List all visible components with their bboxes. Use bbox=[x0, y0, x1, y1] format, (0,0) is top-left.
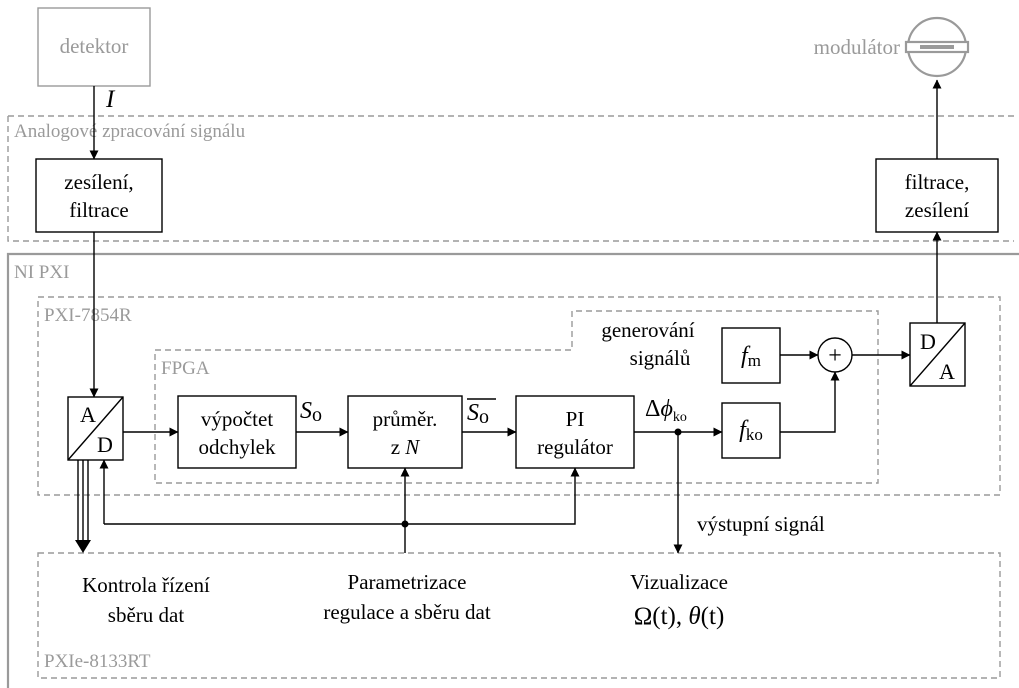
generation-label-2: signálů bbox=[630, 346, 691, 370]
ni-pxi-region: NI PXI bbox=[6, 252, 1019, 688]
analog-region-label: Analogové zpracování signálu bbox=[14, 121, 246, 142]
adc-label-top: A bbox=[80, 402, 96, 427]
generation-label-1: generování bbox=[601, 318, 694, 342]
output-filter-block: filtrace, zesílení bbox=[875, 158, 999, 233]
viz-label-2: Ω(t), θ(t) bbox=[634, 603, 725, 630]
averaging-block: průměr. z N bbox=[347, 395, 463, 469]
output-filter-label-1: filtrace, bbox=[905, 170, 970, 194]
edge-adc-to-control-arrow bbox=[75, 540, 91, 553]
averaging-label-1: průměr. bbox=[373, 407, 438, 431]
viz-label-1: Vizualizace bbox=[630, 570, 728, 594]
averaging-label-2: z N bbox=[391, 435, 421, 459]
sum-symbol: + bbox=[828, 343, 842, 369]
edge-param-bus-to-pi bbox=[104, 467, 580, 525]
output-signal-label: výstupní signál bbox=[697, 512, 825, 536]
pxi-7854r-frame bbox=[37, 296, 1001, 496]
so-bar-label: So bbox=[467, 398, 496, 428]
control-label-2: sběru dat bbox=[108, 603, 185, 627]
pxie-8133rt-label: PXIe-8133RT bbox=[44, 651, 151, 672]
dac-diagonal bbox=[909, 322, 966, 387]
fko-box bbox=[721, 402, 781, 459]
analog-region-frame bbox=[7, 115, 1014, 242]
fko-label: fko bbox=[739, 417, 763, 444]
param-junction-dot bbox=[401, 520, 409, 528]
so-label: So bbox=[300, 398, 322, 426]
detector-label: detektor bbox=[60, 34, 129, 58]
pi-controller-label-1: PI bbox=[566, 407, 585, 431]
fm-box bbox=[721, 327, 781, 384]
pi-controller-box bbox=[515, 395, 635, 469]
amplification-label-2: filtrace bbox=[69, 198, 128, 222]
modulator-block: modulátor bbox=[814, 16, 970, 78]
dphi-label: Δϕko bbox=[645, 396, 687, 425]
dac-label-top: D bbox=[920, 329, 936, 354]
fpga-region: FPGA bbox=[154, 310, 879, 484]
pxi-7854r-label: PXI-7854R bbox=[44, 305, 132, 326]
control-label-1: Kontrola řízení bbox=[82, 573, 210, 597]
adc-label-bottom: D bbox=[97, 432, 113, 457]
analog-processing-region: Analogové zpracování signálu bbox=[7, 115, 1014, 242]
amplification-label-1: zesílení, bbox=[64, 170, 133, 194]
ni-pxi-label: NI PXI bbox=[14, 262, 69, 283]
amplification-box bbox=[35, 158, 163, 233]
fm-label: fm bbox=[741, 343, 761, 370]
pi-controller-label-2: regulátor bbox=[537, 435, 613, 459]
pxie-8133rt-frame bbox=[37, 552, 1001, 679]
dac-label-bottom: A bbox=[939, 359, 955, 384]
edge-fko-to-sum bbox=[780, 371, 840, 433]
pi-controller-block: PI regulátor bbox=[515, 395, 635, 469]
connections bbox=[75, 79, 942, 554]
summing-junction: + bbox=[817, 337, 853, 373]
ni-pxi-frame bbox=[6, 252, 1019, 688]
deviation-label-2: odchylek bbox=[199, 435, 276, 459]
dac-block: D A bbox=[909, 322, 966, 387]
adc-block: A D bbox=[67, 396, 124, 461]
deviation-block: výpočtet odchylek bbox=[177, 395, 297, 469]
detector-block: detektor bbox=[37, 7, 151, 87]
fko-block: fko bbox=[721, 402, 781, 459]
deviation-label-1: výpočtet bbox=[201, 407, 273, 431]
fpga-frame bbox=[154, 310, 879, 484]
pxie-8133rt-region: PXIe-8133RT bbox=[37, 552, 1001, 679]
modulator-label: modulátor bbox=[814, 35, 900, 59]
output-filter-label-2: zesílení bbox=[905, 198, 969, 222]
adc-diagonal bbox=[67, 396, 124, 461]
param-label-2: regulace a sběru dat bbox=[323, 600, 490, 624]
fm-block: fm bbox=[721, 327, 781, 384]
fpga-label: FPGA bbox=[161, 358, 210, 379]
deviation-box bbox=[177, 395, 297, 469]
intensity-label: I bbox=[105, 86, 116, 113]
param-label-1: Parametrizace bbox=[348, 570, 467, 594]
amplification-block: zesílení, filtrace bbox=[35, 158, 163, 233]
svg-text:So: So bbox=[467, 400, 489, 428]
modulator-icon bbox=[904, 16, 970, 78]
pxi-7854r-region: PXI-7854R bbox=[37, 296, 1001, 496]
